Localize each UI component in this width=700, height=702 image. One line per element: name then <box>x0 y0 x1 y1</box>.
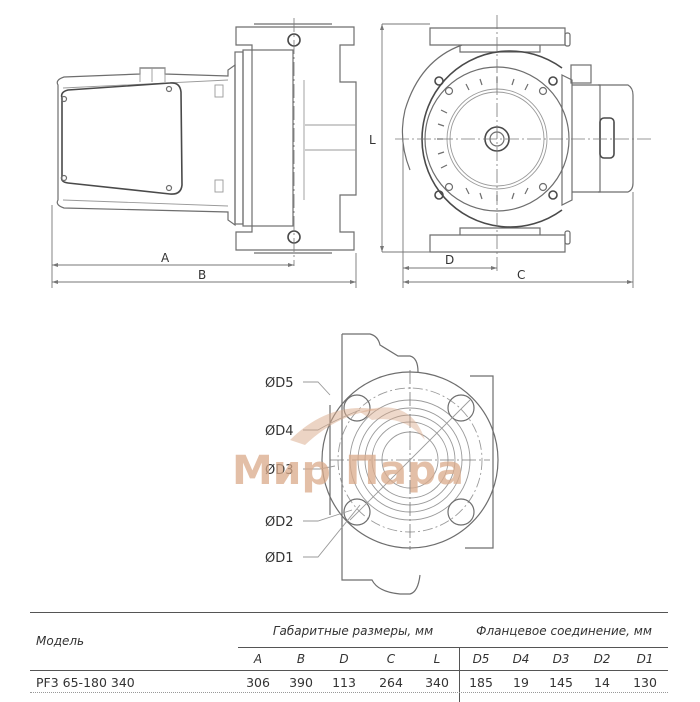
col-header-a: A <box>253 652 263 666</box>
watermark: Мир Пара <box>232 407 464 494</box>
side-view: A B <box>51 18 357 288</box>
cell-d3: 145 <box>549 675 573 690</box>
dim-label-a: A <box>161 251 170 265</box>
col-header-d3: D3 <box>552 652 570 666</box>
dim-label-c: C <box>517 268 525 282</box>
col-header-d2: D2 <box>593 652 611 666</box>
cell-d5: 185 <box>469 675 493 690</box>
col-header-c: C <box>386 652 396 666</box>
cell-d: 113 <box>332 675 356 690</box>
cell-b: 390 <box>289 675 313 690</box>
group-header-rule <box>238 647 668 648</box>
col-header-b: B <box>296 652 306 666</box>
group-header-flange: Фланцевое соединение, мм <box>476 624 652 638</box>
flange-label-d2: ØD2 <box>265 515 294 530</box>
dim-label-b: B <box>198 268 206 282</box>
cell-c: 264 <box>379 675 403 690</box>
technical-drawing: A B <box>51 15 652 595</box>
cell-d2: 14 <box>594 675 610 690</box>
watermark-text: Мир Пара <box>232 448 464 494</box>
col-header-d1: D1 <box>636 652 654 666</box>
cell-d4: 19 <box>513 675 529 690</box>
flange-label-d1: ØD1 <box>265 551 294 566</box>
header-bottom-rule <box>30 670 668 671</box>
table-top-rule <box>30 612 668 613</box>
flange-label-d3: ØD3 <box>265 463 294 478</box>
col-header-d4: D4 <box>512 652 530 666</box>
dim-label-l: L <box>369 133 376 147</box>
cell-d1: 130 <box>633 675 657 690</box>
group-header-dimensions: Габаритные размеры, мм <box>272 624 434 638</box>
group-divider <box>459 647 460 702</box>
row-bottom-rule <box>30 692 668 693</box>
col-header-l: L <box>433 652 441 666</box>
col-header-d: D <box>339 652 349 666</box>
flange-label-d5: ØD5 <box>265 376 294 391</box>
model-header: Модель <box>36 634 85 648</box>
dim-label-d: D <box>445 253 454 267</box>
model-name: PF3 65-180 340 <box>36 675 135 690</box>
cell-l: 340 <box>425 675 449 690</box>
cell-a: 306 <box>246 675 270 690</box>
front-view: L D C <box>369 15 652 288</box>
col-header-d5: D5 <box>472 652 490 666</box>
flange-label-d4: ØD4 <box>265 424 294 439</box>
